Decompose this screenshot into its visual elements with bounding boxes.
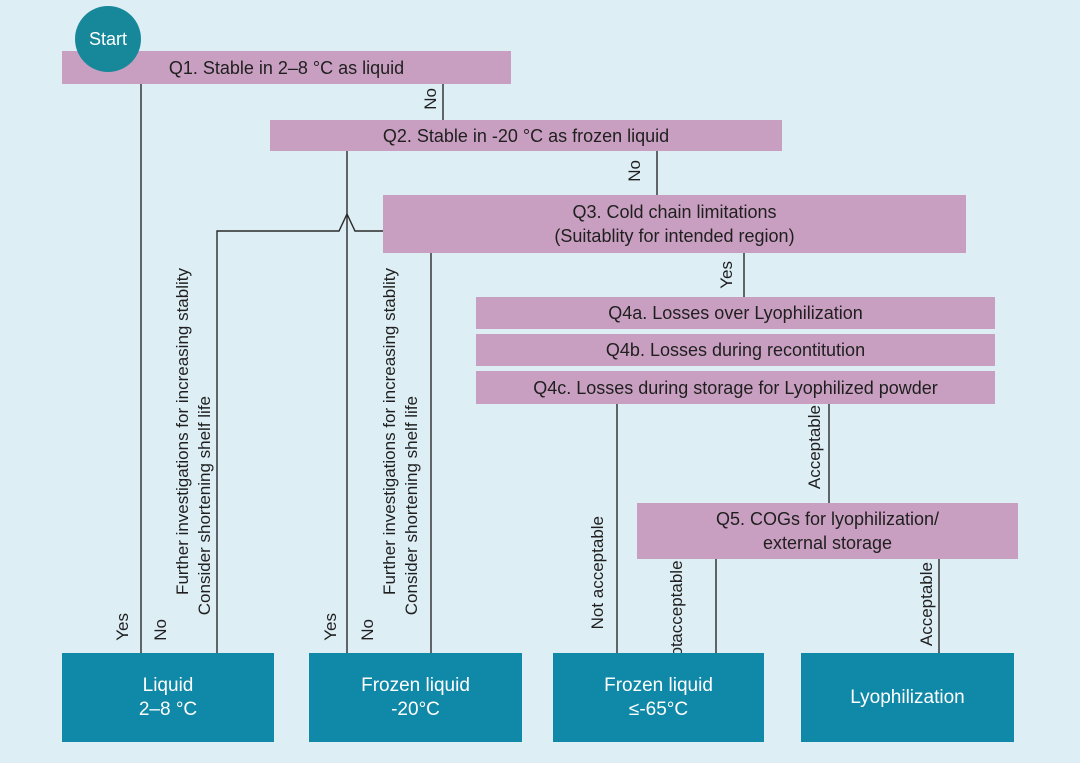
edge-label-further-1: Further investigations for increasing st… xyxy=(173,268,192,595)
q5-label-line2: external storage xyxy=(762,533,893,553)
edge-label-consider-2: Consider shortening shelf life xyxy=(402,396,421,616)
edge-label-consider-1: Consider shortening shelf life xyxy=(195,396,214,616)
outcome-frozen-liquid-65: Frozen liquid ≤-65°C xyxy=(553,653,764,742)
edge-q3-no-liquid xyxy=(216,212,383,653)
q4b-label: Q4b. Losses during recontitution xyxy=(605,340,866,360)
outcome-frozen65-line1: Frozen liquid xyxy=(604,674,713,696)
outcome-liquid-line1: Liquid xyxy=(142,674,194,696)
edge-label-q2-no: No xyxy=(625,160,644,182)
q3-label-line1: Q3. Cold chain limitations xyxy=(572,202,777,222)
outcome-frozen-line1: Frozen liquid xyxy=(361,674,470,696)
q3-label-line2: (Suitablity for intended region) xyxy=(554,226,795,246)
outcome-lyo-line1: Lyophilization xyxy=(850,686,965,708)
outcome-liquid-line2: 2–8 °C xyxy=(138,698,198,720)
q4c-box: Q4c. Losses during storage for Lyophiliz… xyxy=(476,371,995,404)
q4a-label: Q4a. Losses over Lyophilization xyxy=(608,303,863,323)
edge-label-further-2: Further investigations for increasing st… xyxy=(380,268,399,595)
outcome-frozen65-line2: ≤-65°C xyxy=(628,698,689,720)
edge-label-q5-acceptable-word: acceptable xyxy=(667,560,686,643)
edge-label-q3-yes: Yes xyxy=(717,261,736,289)
q5-label-line1: Q5. COGs for lyophilization/ xyxy=(715,509,940,529)
edge-label-q1-no: No xyxy=(421,88,440,110)
q4c-label: Q4c. Losses during storage for Lyophiliz… xyxy=(533,377,938,398)
edge-label-liquid-no: No xyxy=(151,619,170,641)
q4b-box: Q4b. Losses during recontitution xyxy=(476,334,995,366)
q5-box: Q5. COGs for lyophilization/ external st… xyxy=(637,503,1018,559)
q2-label: Q2. Stable in -20 °C as frozen liquid xyxy=(382,125,670,146)
outcome-frozen-line2: -20°C xyxy=(391,698,440,720)
q4a-box: Q4a. Losses over Lyophilization xyxy=(476,297,995,329)
q3-box: Q3. Cold chain limitations (Suitablity f… xyxy=(383,195,966,253)
start-node: Start xyxy=(75,6,141,72)
q1-box: Q1. Stable in 2–8 °C as liquid xyxy=(62,51,511,84)
q1-label: Q1. Stable in 2–8 °C as liquid xyxy=(168,57,405,78)
edge-label-q4-acceptable: Acceptable xyxy=(805,405,824,490)
q2-box: Q2. Stable in -20 °C as frozen liquid xyxy=(270,120,782,151)
outcome-frozen-liquid: Frozen liquid -20°C xyxy=(309,653,522,742)
edge-label-frozen-yes: Yes xyxy=(321,613,340,641)
outcome-lyophilization: Lyophilization xyxy=(801,653,1014,742)
outcome-liquid: Liquid 2–8 °C xyxy=(62,653,274,742)
edge-label-q5-acceptable: Acceptable xyxy=(917,562,936,647)
edge-label-frozen-no: No xyxy=(358,619,377,641)
edge-label-q4-not-acceptable: Not acceptable xyxy=(588,516,607,630)
edge-label-liquid-yes: Yes xyxy=(113,613,132,641)
